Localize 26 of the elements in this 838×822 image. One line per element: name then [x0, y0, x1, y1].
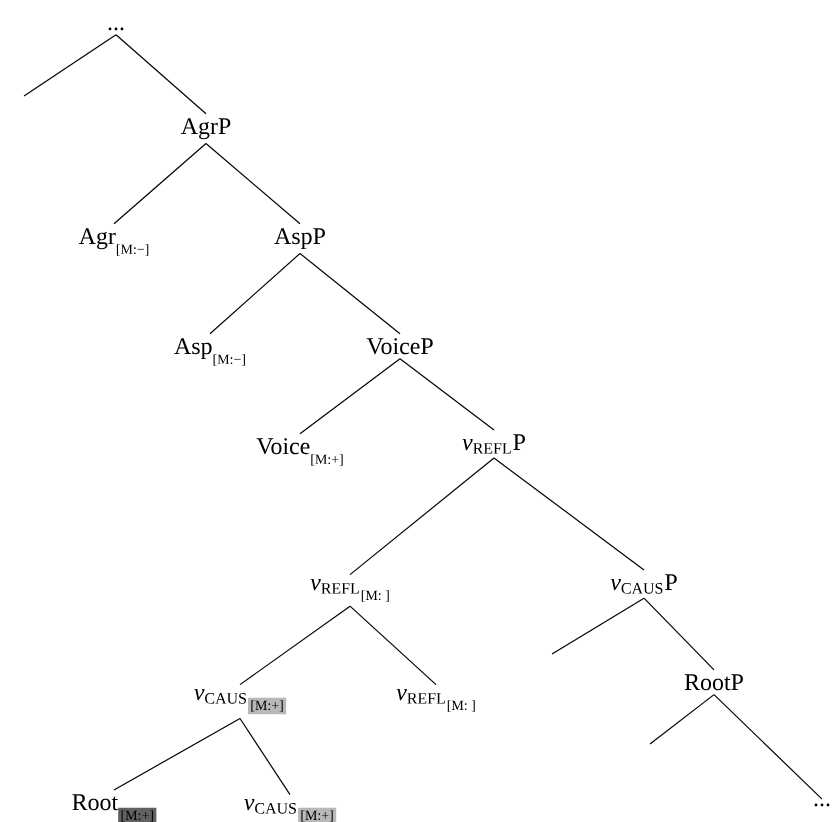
branch-line [205, 142, 301, 225]
branch-line [493, 457, 645, 571]
branch-line [115, 34, 207, 115]
branch-line [239, 717, 291, 796]
tree-node-label: AgrP [181, 118, 231, 140]
branch-line [113, 717, 241, 791]
branch-line [299, 252, 401, 335]
branch-line [713, 694, 823, 800]
branch-line [649, 694, 715, 745]
branch-line [23, 34, 117, 97]
branch-line [349, 457, 495, 576]
tree-node-label: v$_{REFL}$P [462, 434, 525, 454]
tree-node-label: v$_{CAUS}$P [610, 574, 677, 594]
tree-node-label: VoiceP [366, 338, 433, 355]
tree-node-label: ... [108, 27, 124, 31]
branch-line [349, 605, 437, 686]
branch-line [209, 252, 301, 335]
branch-line [551, 597, 645, 655]
tree-node-label: AspP [274, 228, 325, 250]
branch-line [113, 142, 207, 225]
tree-node-label: ... [814, 803, 830, 807]
branch-line [239, 605, 351, 686]
branch-line [399, 358, 495, 431]
branch-line [299, 358, 401, 435]
branch-line [643, 597, 715, 671]
tree-node-label: RootP [684, 674, 743, 691]
